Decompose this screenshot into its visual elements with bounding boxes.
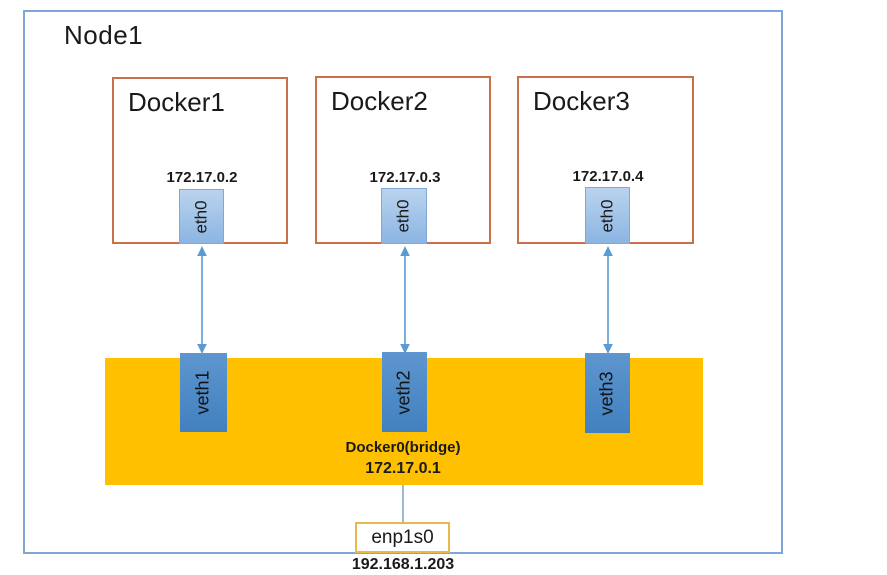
bidirectional-arrow-icon <box>197 246 207 354</box>
docker1-eth0-label: eth0 <box>191 199 211 234</box>
docker1-label: Docker1 <box>128 87 225 117</box>
bridge-to-enp1s0-connector <box>402 485 404 523</box>
enp1s0-box: enp1s0 <box>355 522 450 553</box>
docker3-label: Docker3 <box>533 86 630 116</box>
veth3-label: veth3 <box>596 370 617 416</box>
docker2-label: Docker2 <box>331 86 428 116</box>
veth2-box: veth2 <box>382 352 427 432</box>
veth2-label: veth2 <box>393 369 414 415</box>
docker2-eth0-label: eth0 <box>394 199 413 233</box>
node1-label: Node1 <box>64 20 144 50</box>
enp1s0-label: enp1s0 <box>371 526 434 548</box>
docker3-ip-label: 172.17.0.4 <box>572 168 644 185</box>
host-ip-label: 192.168.1.203 <box>351 556 455 573</box>
veth3-box: veth3 <box>585 353 630 433</box>
docker0-bridge-ip-label: 172.17.0.1 <box>365 460 441 477</box>
docker1-ip-label: 172.17.0.2 <box>166 169 238 186</box>
docker3-eth0-box: eth0 <box>585 187 630 244</box>
docker2-ip-label: 172.17.0.3 <box>369 169 441 186</box>
bidirectional-arrow-icon <box>400 246 410 354</box>
docker1-eth0-box: eth0 <box>179 189 224 244</box>
docker3-eth0-label: eth0 <box>597 198 617 233</box>
node1-box <box>23 10 783 554</box>
docker0-bridge-label: Docker0(bridge) <box>345 439 461 456</box>
docker2-eth0-box: eth0 <box>381 188 427 244</box>
veth1-box: veth1 <box>180 353 227 432</box>
veth1-label: veth1 <box>192 370 213 415</box>
bidirectional-arrow-icon <box>603 246 613 354</box>
